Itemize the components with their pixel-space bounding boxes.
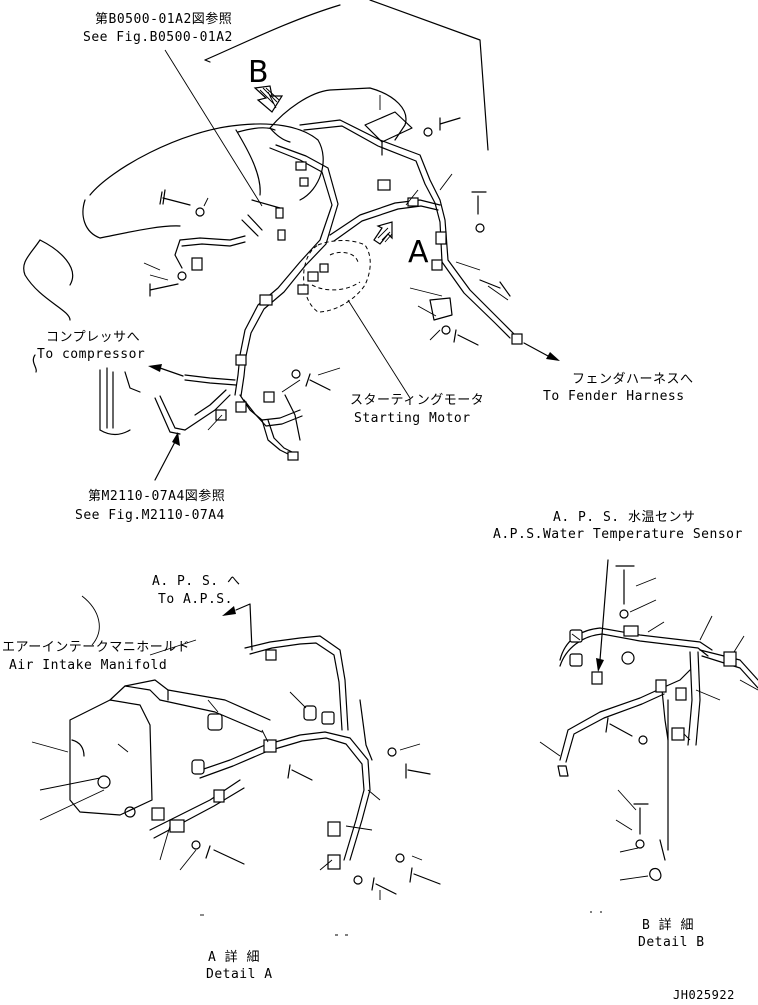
aps-sensor-jp: A. P. S. 水温センサ (553, 510, 696, 525)
detail-a-en: Detail A (206, 967, 273, 982)
starting-motor-en: Starting Motor (354, 411, 471, 426)
intake-manifold-en: Air Intake Manifold (9, 658, 168, 673)
detail-a-jp: A 詳 細 (208, 950, 260, 965)
ref-top-jp: 第B0500-01A2図参照 (95, 12, 233, 27)
compressor-en: To compressor (37, 347, 146, 362)
marker-a: A (408, 235, 429, 270)
detail-b-view (539, 559, 758, 913)
marker-b: B (248, 55, 269, 90)
ref-bottom-jp: 第M2110-07A4図参照 (88, 489, 226, 504)
ref-bottom-en: See Fig.M2110-07A4 (75, 508, 225, 523)
starting-motor-jp: スターティングモータ (350, 393, 485, 408)
fender-jp: フェンダハーネスへ (572, 372, 694, 387)
ref-top-en: See Fig.B0500-01A2 (83, 30, 233, 45)
intake-manifold-jp: エアーインテークマニホールド (2, 640, 191, 655)
main-assembly-view (23, 0, 560, 481)
aps-en: To A.P.S. (158, 592, 233, 607)
aps-sensor-en: A.P.S.Water Temperature Sensor (493, 527, 743, 542)
drawing-number: JH025922 (673, 988, 735, 1002)
detail-b-en: Detail B (638, 935, 705, 950)
fender-en: To Fender Harness (543, 389, 685, 404)
detail-a-view (31, 595, 441, 936)
detail-b-jp: B 詳 細 (642, 918, 694, 933)
compressor-jp: コンプレッサへ (46, 330, 141, 345)
aps-jp: A. P. S. へ (152, 574, 241, 589)
